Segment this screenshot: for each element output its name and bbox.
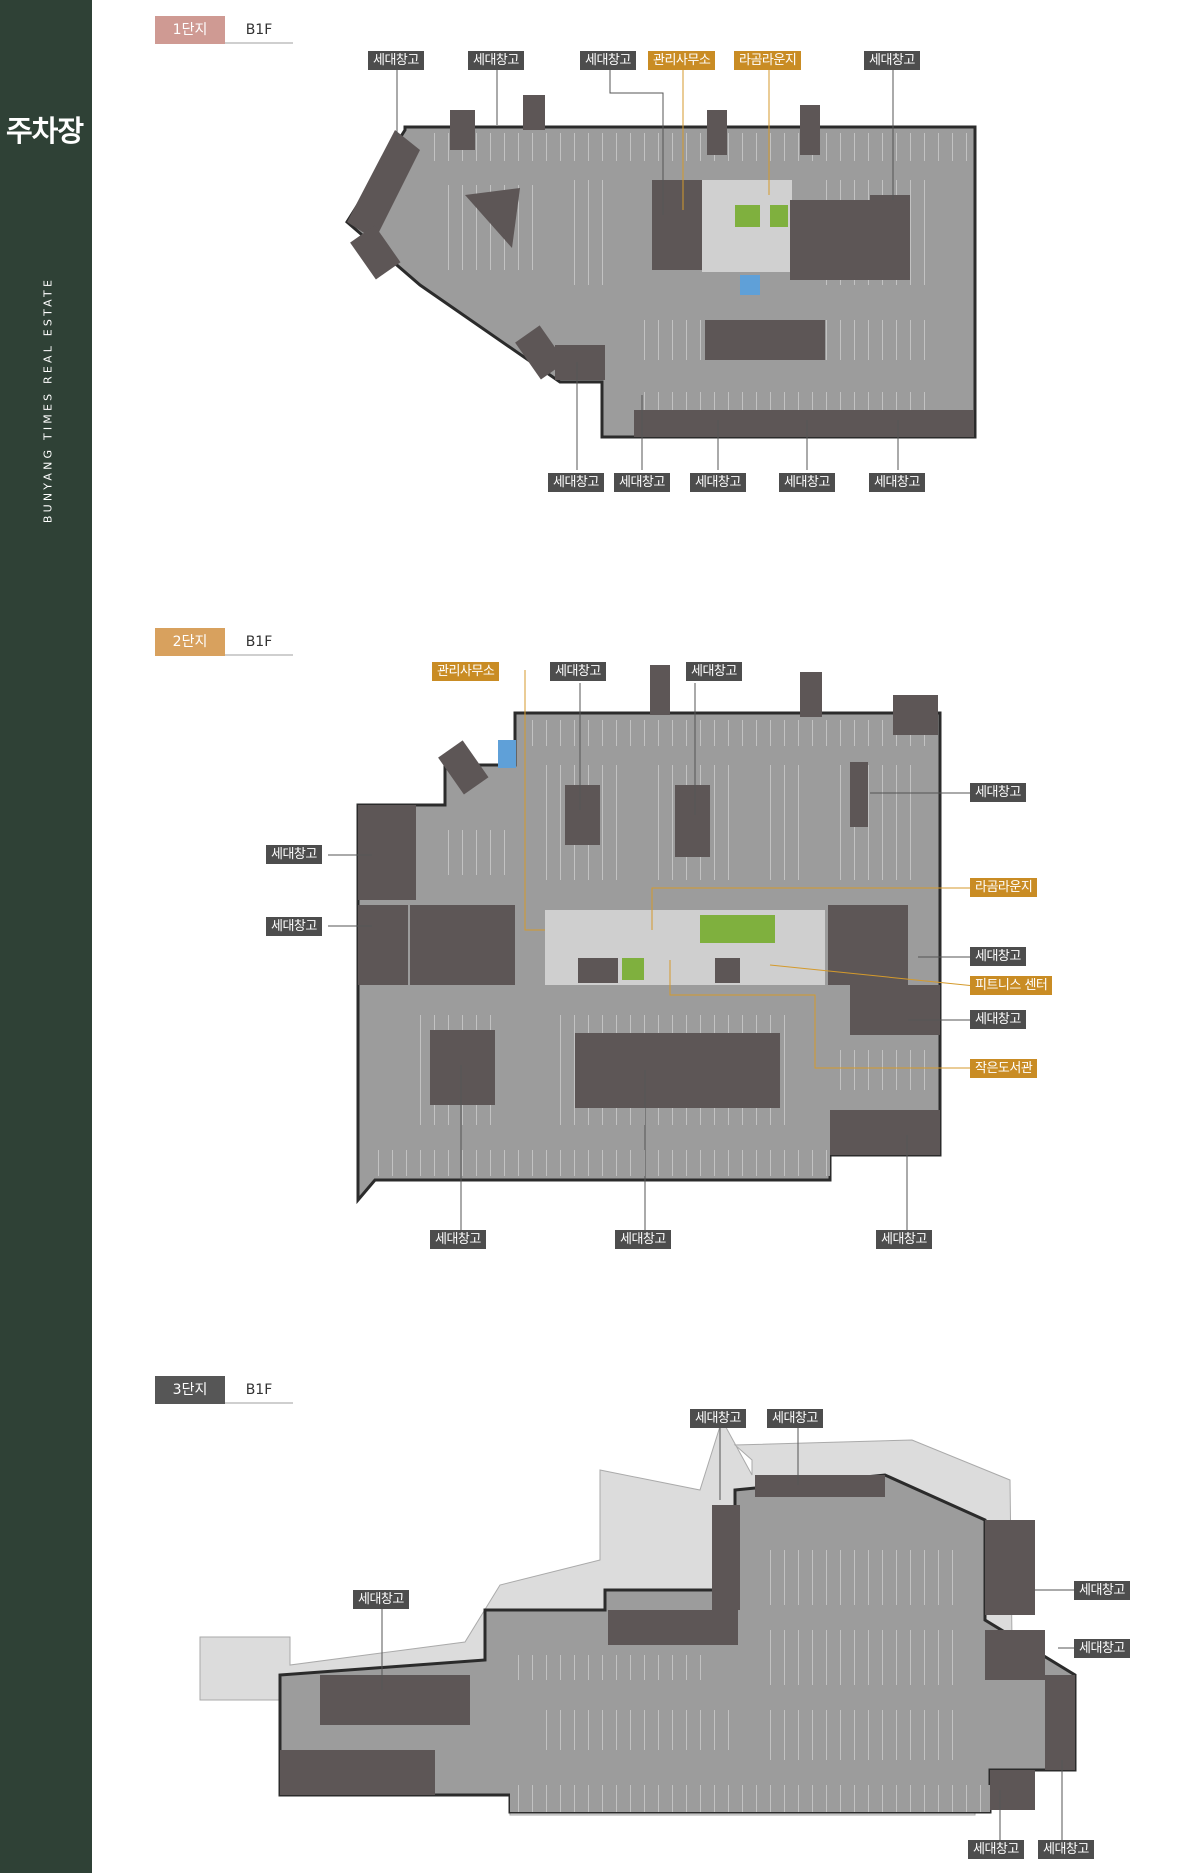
label-storage: 세대창고: [353, 1590, 409, 1609]
label-storage: 세대창고: [614, 473, 670, 492]
label-lagom-lounge: 라곰라운지: [734, 51, 802, 70]
label-storage: 세대창고: [876, 1230, 932, 1249]
label-storage: 세대창고: [970, 1010, 1026, 1029]
label-storage: 세대창고: [430, 1230, 486, 1249]
label-storage: 세대창고: [767, 1409, 823, 1428]
label-management-office: 관리사무소: [648, 51, 716, 70]
label-storage: 세대창고: [968, 1840, 1024, 1859]
label-storage: 세대창고: [1038, 1840, 1094, 1859]
label-storage: 세대창고: [869, 473, 925, 492]
label-storage: 세대창고: [368, 51, 424, 70]
complex-2-plan: [328, 665, 976, 1230]
label-storage: 세대창고: [580, 51, 636, 70]
label-storage: 세대창고: [548, 473, 604, 492]
label-storage: 세대창고: [690, 473, 746, 492]
label-storage: 세대창고: [1074, 1639, 1130, 1658]
label-storage: 세대창고: [266, 845, 322, 864]
label-storage: 세대창고: [468, 51, 524, 70]
complex-1-plan: [345, 70, 977, 470]
label-management-office: 관리사무소: [432, 662, 500, 681]
label-storage: 세대창고: [864, 51, 920, 70]
sidebar: 주차장 BUNYANG TIMES REAL ESTATE: [0, 0, 92, 1873]
complex-3-plan: [199, 1418, 1077, 1840]
complex-tag: 1단지: [155, 16, 225, 44]
label-storage: 세대창고: [690, 1409, 746, 1428]
label-lagom-lounge: 라곰라운지: [970, 878, 1038, 897]
label-storage: 세대창고: [1074, 1581, 1130, 1600]
complex-tag: 2단지: [155, 628, 225, 656]
label-small-library: 작은도서관: [970, 1059, 1038, 1078]
label-storage: 세대창고: [779, 473, 835, 492]
floor-tag: B1F: [225, 628, 293, 656]
page-title: 주차장: [6, 114, 84, 148]
label-storage: 세대창고: [266, 917, 322, 936]
floor-tag: B1F: [225, 16, 293, 44]
label-storage: 세대창고: [686, 662, 742, 681]
label-storage: 세대창고: [970, 783, 1026, 802]
floor-tag: B1F: [225, 1376, 293, 1404]
complex-tag: 3단지: [155, 1376, 225, 1404]
label-storage: 세대창고: [550, 662, 606, 681]
label-fitness-center: 피트니스 센터: [970, 976, 1053, 995]
label-storage: 세대창고: [615, 1230, 671, 1249]
label-storage: 세대창고: [970, 947, 1026, 966]
